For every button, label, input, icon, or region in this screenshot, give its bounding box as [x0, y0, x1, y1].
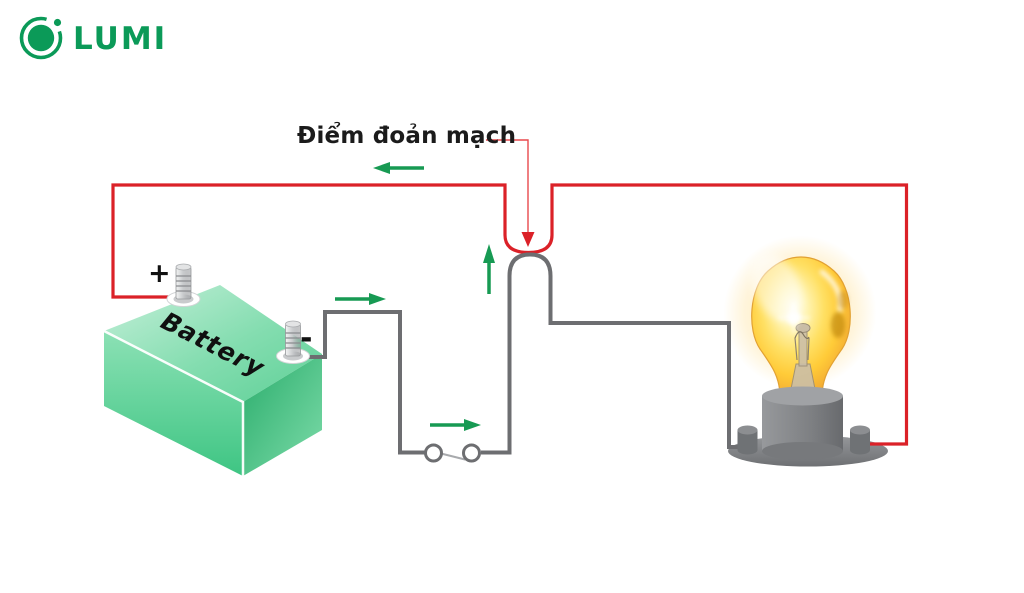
battery-negative-terminal [276, 320, 310, 364]
battery-top-face [104, 285, 322, 402]
battery-edge-highlight [103, 329, 245, 476]
bulb-terminal-left [737, 425, 758, 455]
lumi-logo-text: LUMI [73, 20, 168, 57]
switch [424, 443, 481, 463]
battery-plus-label: + [148, 258, 171, 289]
current-arrow-right-1 [335, 293, 386, 305]
pointer-arrowhead-icon [521, 232, 535, 247]
bulb-socket [762, 386, 843, 460]
gray-wire-battery-to-switch [300, 310, 425, 455]
current-arrows [335, 162, 495, 431]
current-arrow-up [483, 244, 495, 294]
short-circuit-pointer [486, 139, 535, 247]
lumi-logo-icon [19, 16, 63, 60]
bulb-gloss-highlight [751, 254, 803, 322]
lumi-logo: LUMI [18, 10, 167, 62]
battery-positive-terminal [166, 263, 201, 307]
bulb-terminal-right [850, 425, 870, 455]
switch-contact-right [462, 443, 481, 463]
light-bulb [737, 254, 870, 460]
switch-lever [440, 452, 466, 461]
battery-body [103, 285, 322, 476]
current-arrow-left [373, 162, 424, 174]
short-circuit-label: Điểm đoản mạch [297, 123, 517, 149]
battery-minus-label: - [300, 321, 313, 356]
battery-front-face [104, 331, 243, 476]
current-arrow-right-2 [430, 419, 481, 431]
gray-wire-switch-to-bulb [481, 252, 744, 455]
gray-wire [300, 252, 744, 455]
switch-contact-left [424, 443, 443, 463]
red-wire [111, 183, 909, 446]
battery-right-face [243, 354, 322, 476]
